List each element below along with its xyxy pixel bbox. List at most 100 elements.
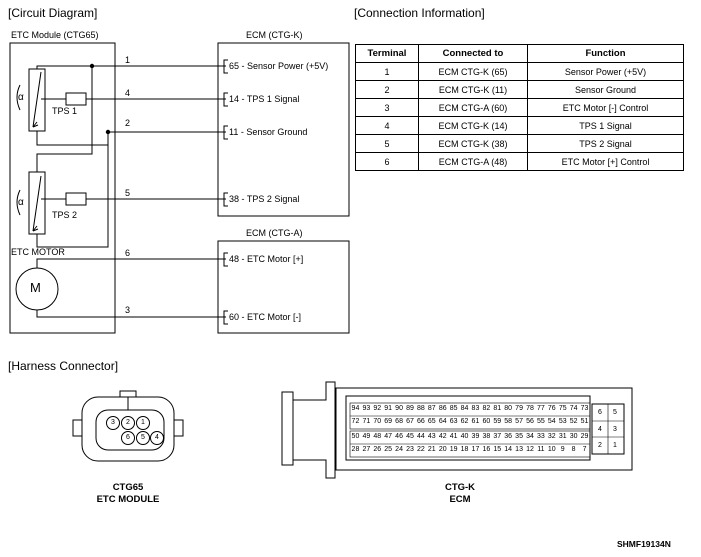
ctg-k-pin: 80 — [504, 405, 513, 412]
ctg-k-name: CTG-K — [444, 482, 476, 493]
ctg65-pin: 1 — [141, 419, 145, 426]
ctg-k-pin: 52 — [569, 418, 578, 425]
ctg-k-pin: 39 — [471, 433, 480, 440]
ctg-k-pin: 88 — [417, 405, 425, 412]
ctg-k-pin: 60 — [482, 418, 491, 425]
ctg65-pin: 5 — [141, 434, 145, 441]
cell-function: TPS 2 Signal — [527, 134, 684, 153]
col-connected-to: Connected to — [418, 44, 528, 63]
ctg-k-pin: 72 — [351, 418, 360, 425]
ctg65-connector-drawing — [72, 390, 184, 462]
ctg-k-pin: 18 — [460, 446, 469, 453]
ctg-k-pin: 51 — [580, 418, 589, 425]
ctg-k-pin: 75 — [558, 405, 567, 412]
ctg-k-pin: 38 — [482, 433, 491, 440]
connection-info-title: [Connection Information] — [354, 6, 485, 20]
ctg-k-pin: 77 — [537, 405, 545, 412]
ctg-k-pin: 31 — [558, 433, 567, 440]
ecm-ctg-a-box — [217, 240, 350, 334]
ctg65-pin: 3 — [111, 419, 115, 426]
wire-3 — [36, 310, 226, 318]
tps1-angle-arc — [16, 84, 21, 111]
connection-table: Terminal Connected to Function 1 ECM CTG… — [355, 44, 684, 171]
ctg-k-pin: 15 — [493, 446, 502, 453]
ctg-k-pin: 86 — [438, 405, 447, 412]
ctg-k-pin: 89 — [406, 405, 414, 412]
cell-connected-to: ECM CTG-A (48) — [418, 152, 528, 171]
ctg-k-description: ECM — [449, 494, 471, 505]
wire-1 — [36, 65, 226, 69]
ctg-k-pin: 53 — [558, 418, 567, 425]
ctg-k-pin: 43 — [427, 433, 436, 440]
ctg-k-pin: 9 — [560, 446, 565, 453]
ctg-k-connector-drawing — [281, 381, 633, 479]
ctg-k-pin: 21 — [427, 446, 436, 453]
col-function: Function — [527, 44, 684, 63]
ctg-k-pin: 32 — [547, 433, 556, 440]
motor-m-label: M — [30, 280, 41, 295]
ctg-k-pin: 12 — [526, 446, 534, 453]
ctg-k-pin: 47 — [384, 433, 393, 440]
ctg-k-pin: 66 — [417, 418, 425, 425]
ctg-k-pin: 54 — [547, 418, 556, 425]
ctg-k-pin: 11 — [537, 446, 545, 453]
ecm-k-pin-label: 38 - TPS 2 Signal — [229, 194, 300, 204]
ctg-k-pin: 94 — [351, 405, 360, 412]
ctg-k-pin: 74 — [569, 405, 578, 412]
table-row: 6 ECM CTG-A (48) ETC Motor [+] Control — [355, 152, 684, 171]
ctg-k-pin: 19 — [449, 446, 458, 453]
ctg-k-pin: 73 — [580, 405, 589, 412]
etc-module-box — [9, 42, 116, 334]
ecm-k-pin-label: 11 - Sensor Ground — [229, 127, 308, 137]
ctg-k-pin: 10 — [547, 446, 556, 453]
ctg-k-pin: 62 — [460, 418, 469, 425]
cell-function: Sensor Power (+5V) — [527, 62, 684, 81]
ctg-k-pin: 20 — [438, 446, 447, 453]
ctg-k-pin: 59 — [493, 418, 502, 425]
ctg-k-pin: 92 — [373, 405, 382, 412]
tps2-sensor-element — [65, 192, 87, 206]
ctg-k-pin: 27 — [362, 446, 371, 453]
ctg-k-pin: 13 — [515, 446, 523, 453]
ctg-k-pin: 91 — [384, 405, 393, 412]
ctg-k-pin: 22 — [417, 446, 425, 453]
ctg-k-pin: 78 — [526, 405, 534, 412]
etc-motor-label: ETC MOTOR — [11, 247, 65, 257]
ecm-ctg-k-box — [217, 42, 350, 217]
wire-number: 6 — [125, 248, 131, 258]
ctg65-description: ETC MODULE — [96, 494, 160, 505]
ctg-k-pin: 71 — [362, 418, 371, 425]
ecm-ctg-a-label: ECM (CTG-A) — [246, 228, 303, 238]
table-header-row: Terminal Connected to Function — [355, 44, 684, 63]
ctg-k-side-pin: 4 — [598, 426, 602, 433]
ctg-k-pin: 70 — [373, 418, 382, 425]
cell-connected-to: ECM CTG-A (60) — [418, 98, 528, 117]
circuit-diagram-title: [Circuit Diagram] — [8, 6, 98, 20]
ctg-k-pin: 82 — [482, 405, 491, 412]
ctg-k-pin: 85 — [449, 405, 458, 412]
ctg65-pin: 6 — [126, 434, 130, 441]
ctg-k-pin: 41 — [449, 433, 458, 440]
ctg-k-pin: 30 — [569, 433, 578, 440]
tps1-label: TPS 1 — [52, 106, 78, 116]
ctg-k-pin: 17 — [471, 446, 480, 453]
wire-number: 4 — [125, 88, 131, 98]
cell-terminal: 4 — [355, 116, 419, 135]
ctg-k-pin: 65 — [427, 418, 436, 425]
ctg-k-pin: 83 — [471, 405, 480, 412]
tps1-alpha-label: α — [18, 92, 24, 103]
cell-function: ETC Motor [+] Control — [527, 152, 684, 171]
table-row: 1 ECM CTG-K (65) Sensor Power (+5V) — [355, 62, 684, 81]
ctg-k-pin: 64 — [438, 418, 447, 425]
ctg-k-pin: 57 — [515, 418, 523, 425]
ctg-k-pin: 42 — [438, 433, 447, 440]
ctg-k-pin: 79 — [515, 405, 523, 412]
ctg-k-pin: 7 — [582, 446, 587, 453]
ctg65-pin: 4 — [155, 434, 159, 441]
ctg65-name: CTG65 — [112, 482, 144, 493]
ctg-k-pin: 84 — [460, 405, 469, 412]
ctg-k-pin: 46 — [395, 433, 403, 440]
wire-6 — [36, 258, 226, 268]
table-row: 3 ECM CTG-A (60) ETC Motor [-] Control — [355, 98, 684, 117]
